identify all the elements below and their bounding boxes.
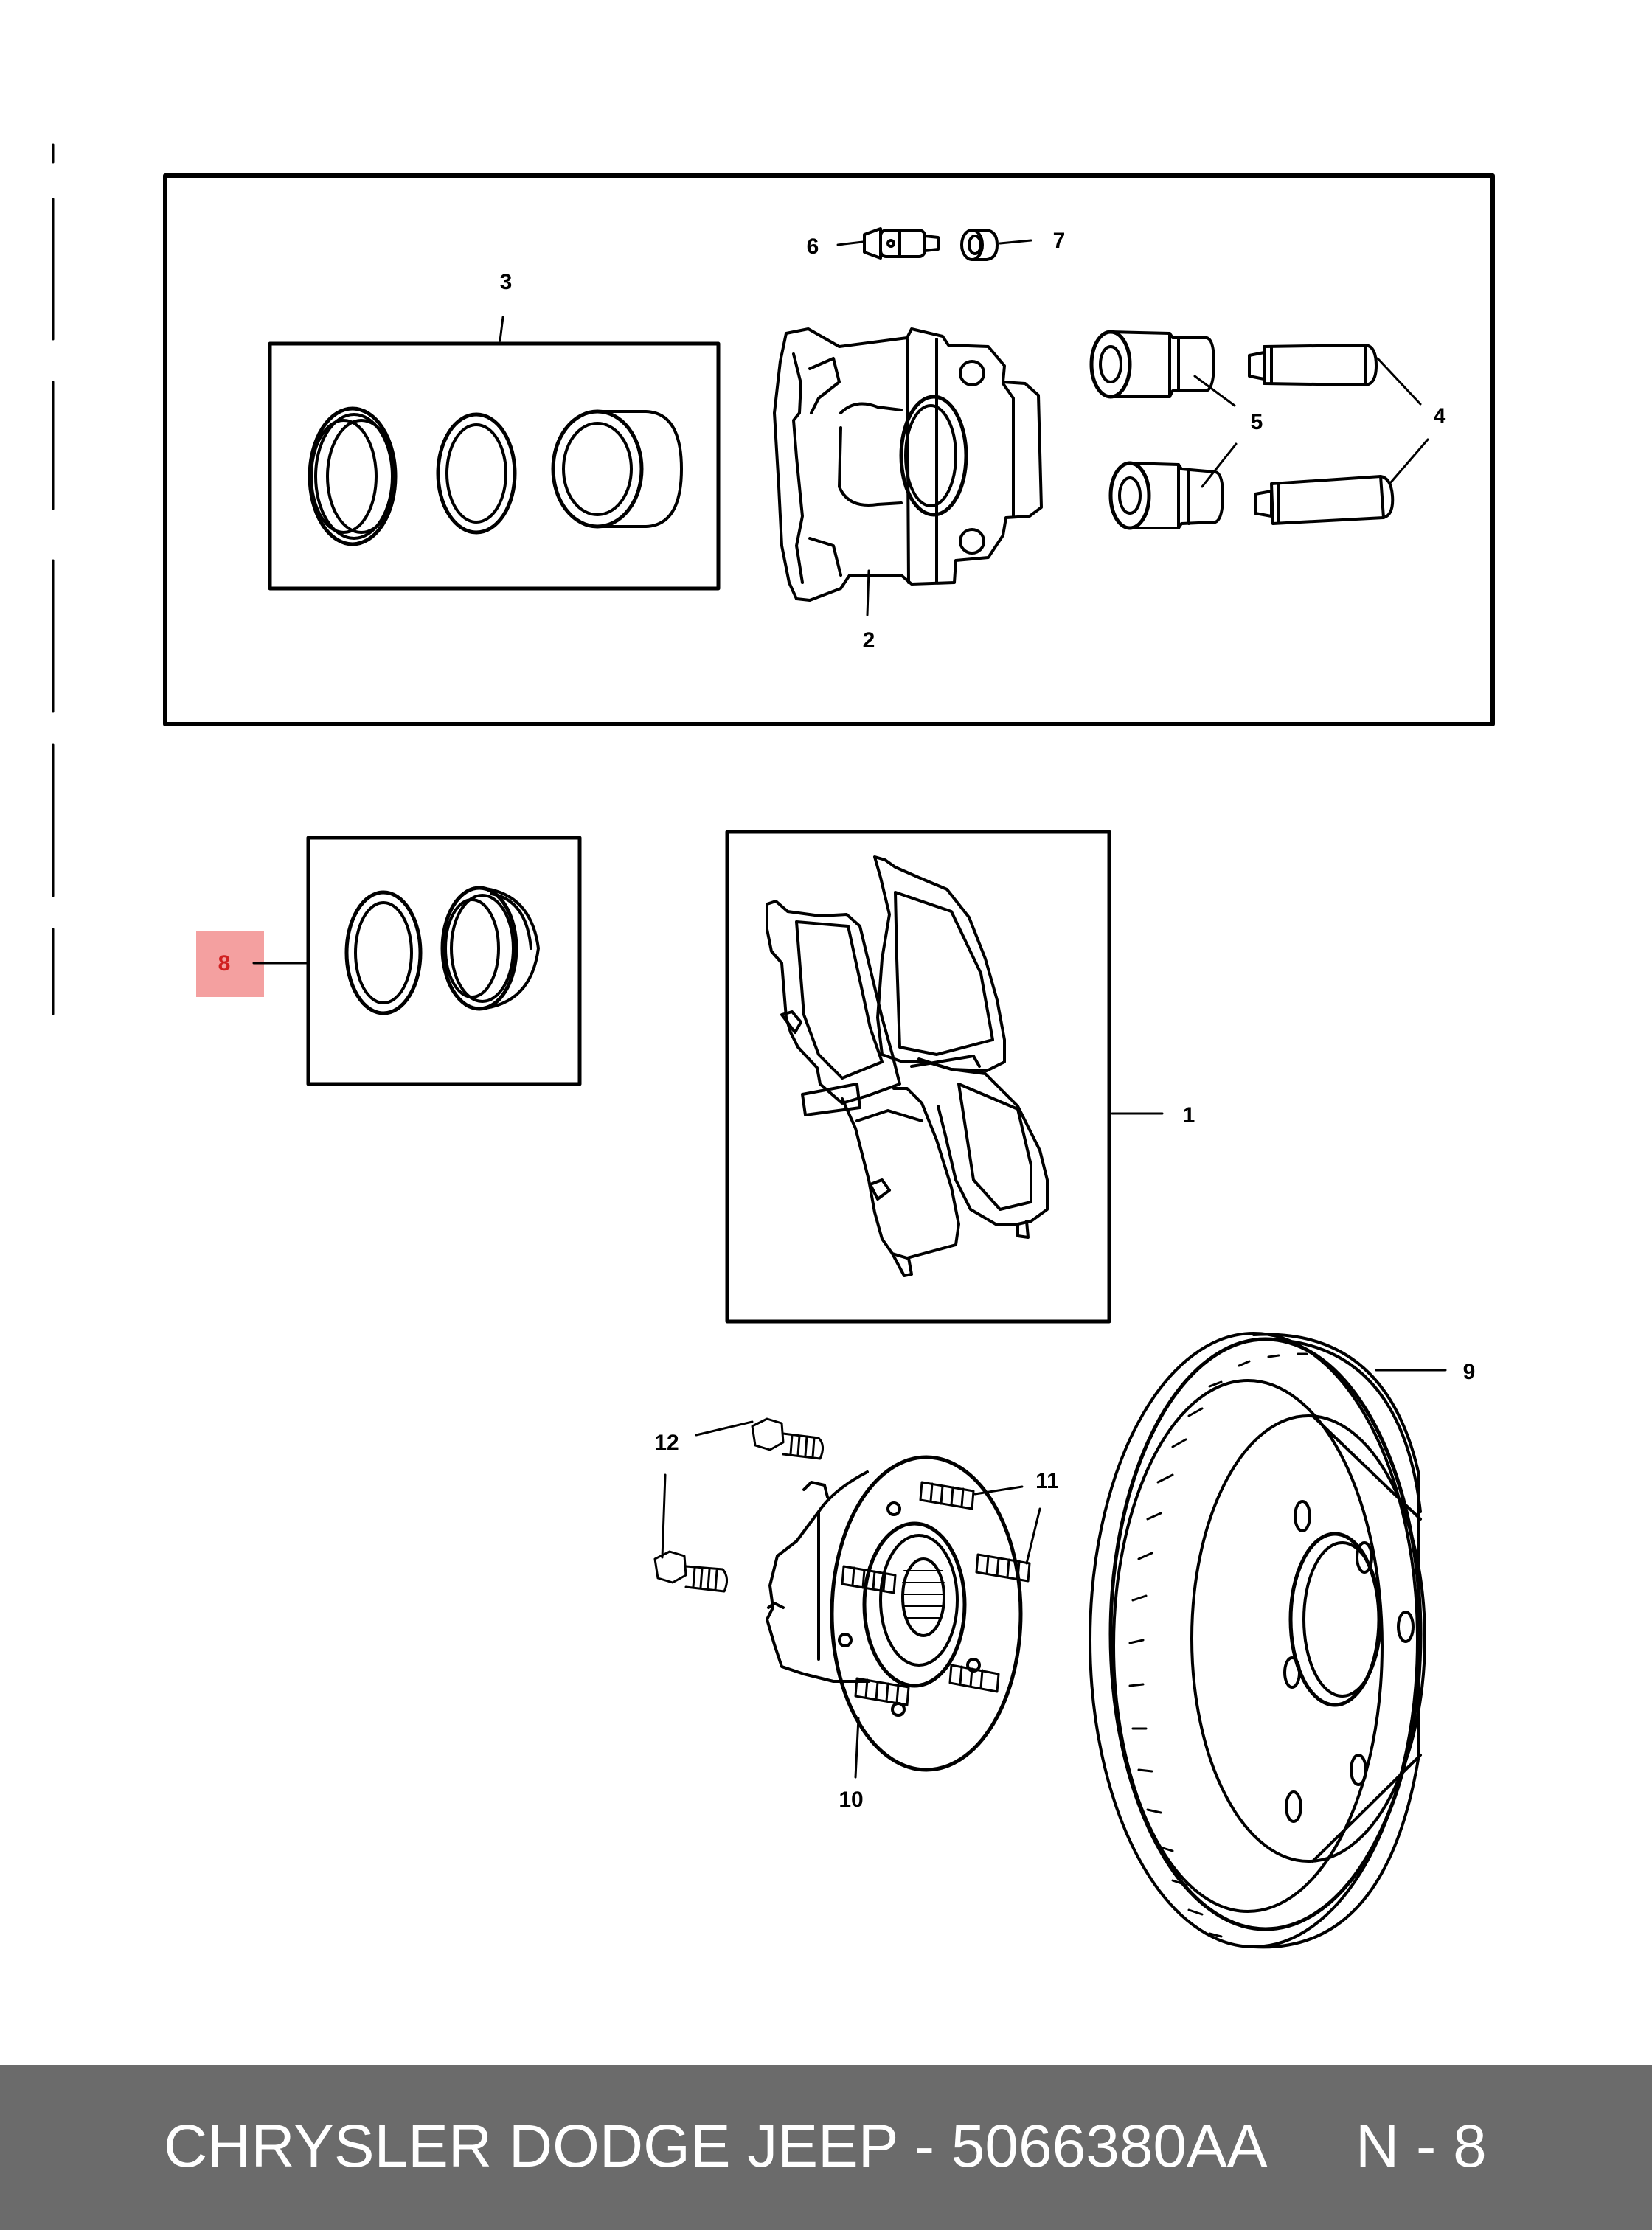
bleeder-screw (863, 227, 940, 260)
callout-12: 12 (654, 1431, 678, 1455)
caliper-body (773, 327, 1043, 602)
wheel-hub (766, 1455, 1023, 1772)
parts-diagram: 3 6 7 5 4 2 8 1 (52, 143, 1495, 1949)
brake-rotor (1089, 1332, 1426, 1949)
piston-seal-kit-box (306, 836, 582, 1086)
callout-5: 5 (1251, 410, 1263, 434)
footer-title: CHRYSLER DODGE JEEP - 5066380AA (164, 2113, 1268, 2180)
leader-lines-bottom (661, 1420, 1041, 1779)
callout-6: 6 (807, 235, 819, 259)
callout-1: 1 (1183, 1103, 1195, 1128)
brake-pad-box (725, 830, 1111, 1324)
caliper-assembly-frame (163, 173, 1495, 726)
highlight-8 (196, 931, 264, 997)
callout-10: 10 (839, 1788, 863, 1812)
callout-8: 8 (218, 951, 231, 976)
callout-9: 9 (1463, 1360, 1476, 1384)
leader-lines-top (499, 239, 1429, 616)
wheel-stud (841, 1481, 1031, 1706)
footer-bar: CHRYSLER DODGE JEEP - 5066380AA N - 8 (0, 2065, 1652, 2230)
footer-page-number: N - 8 (1356, 2113, 1487, 2180)
callout-2: 2 (863, 628, 875, 653)
callout-3: 3 (500, 270, 513, 294)
guide-pin-bushing (1089, 330, 1224, 530)
callout-11: 11 (1035, 1469, 1059, 1493)
guide-pin (1248, 344, 1395, 525)
hub-bolt (653, 1417, 824, 1593)
bleeder-cap (960, 229, 999, 261)
callout-4: 4 (1434, 404, 1446, 428)
seal-kit-box (268, 341, 721, 591)
callout-7: 7 (1053, 229, 1066, 253)
